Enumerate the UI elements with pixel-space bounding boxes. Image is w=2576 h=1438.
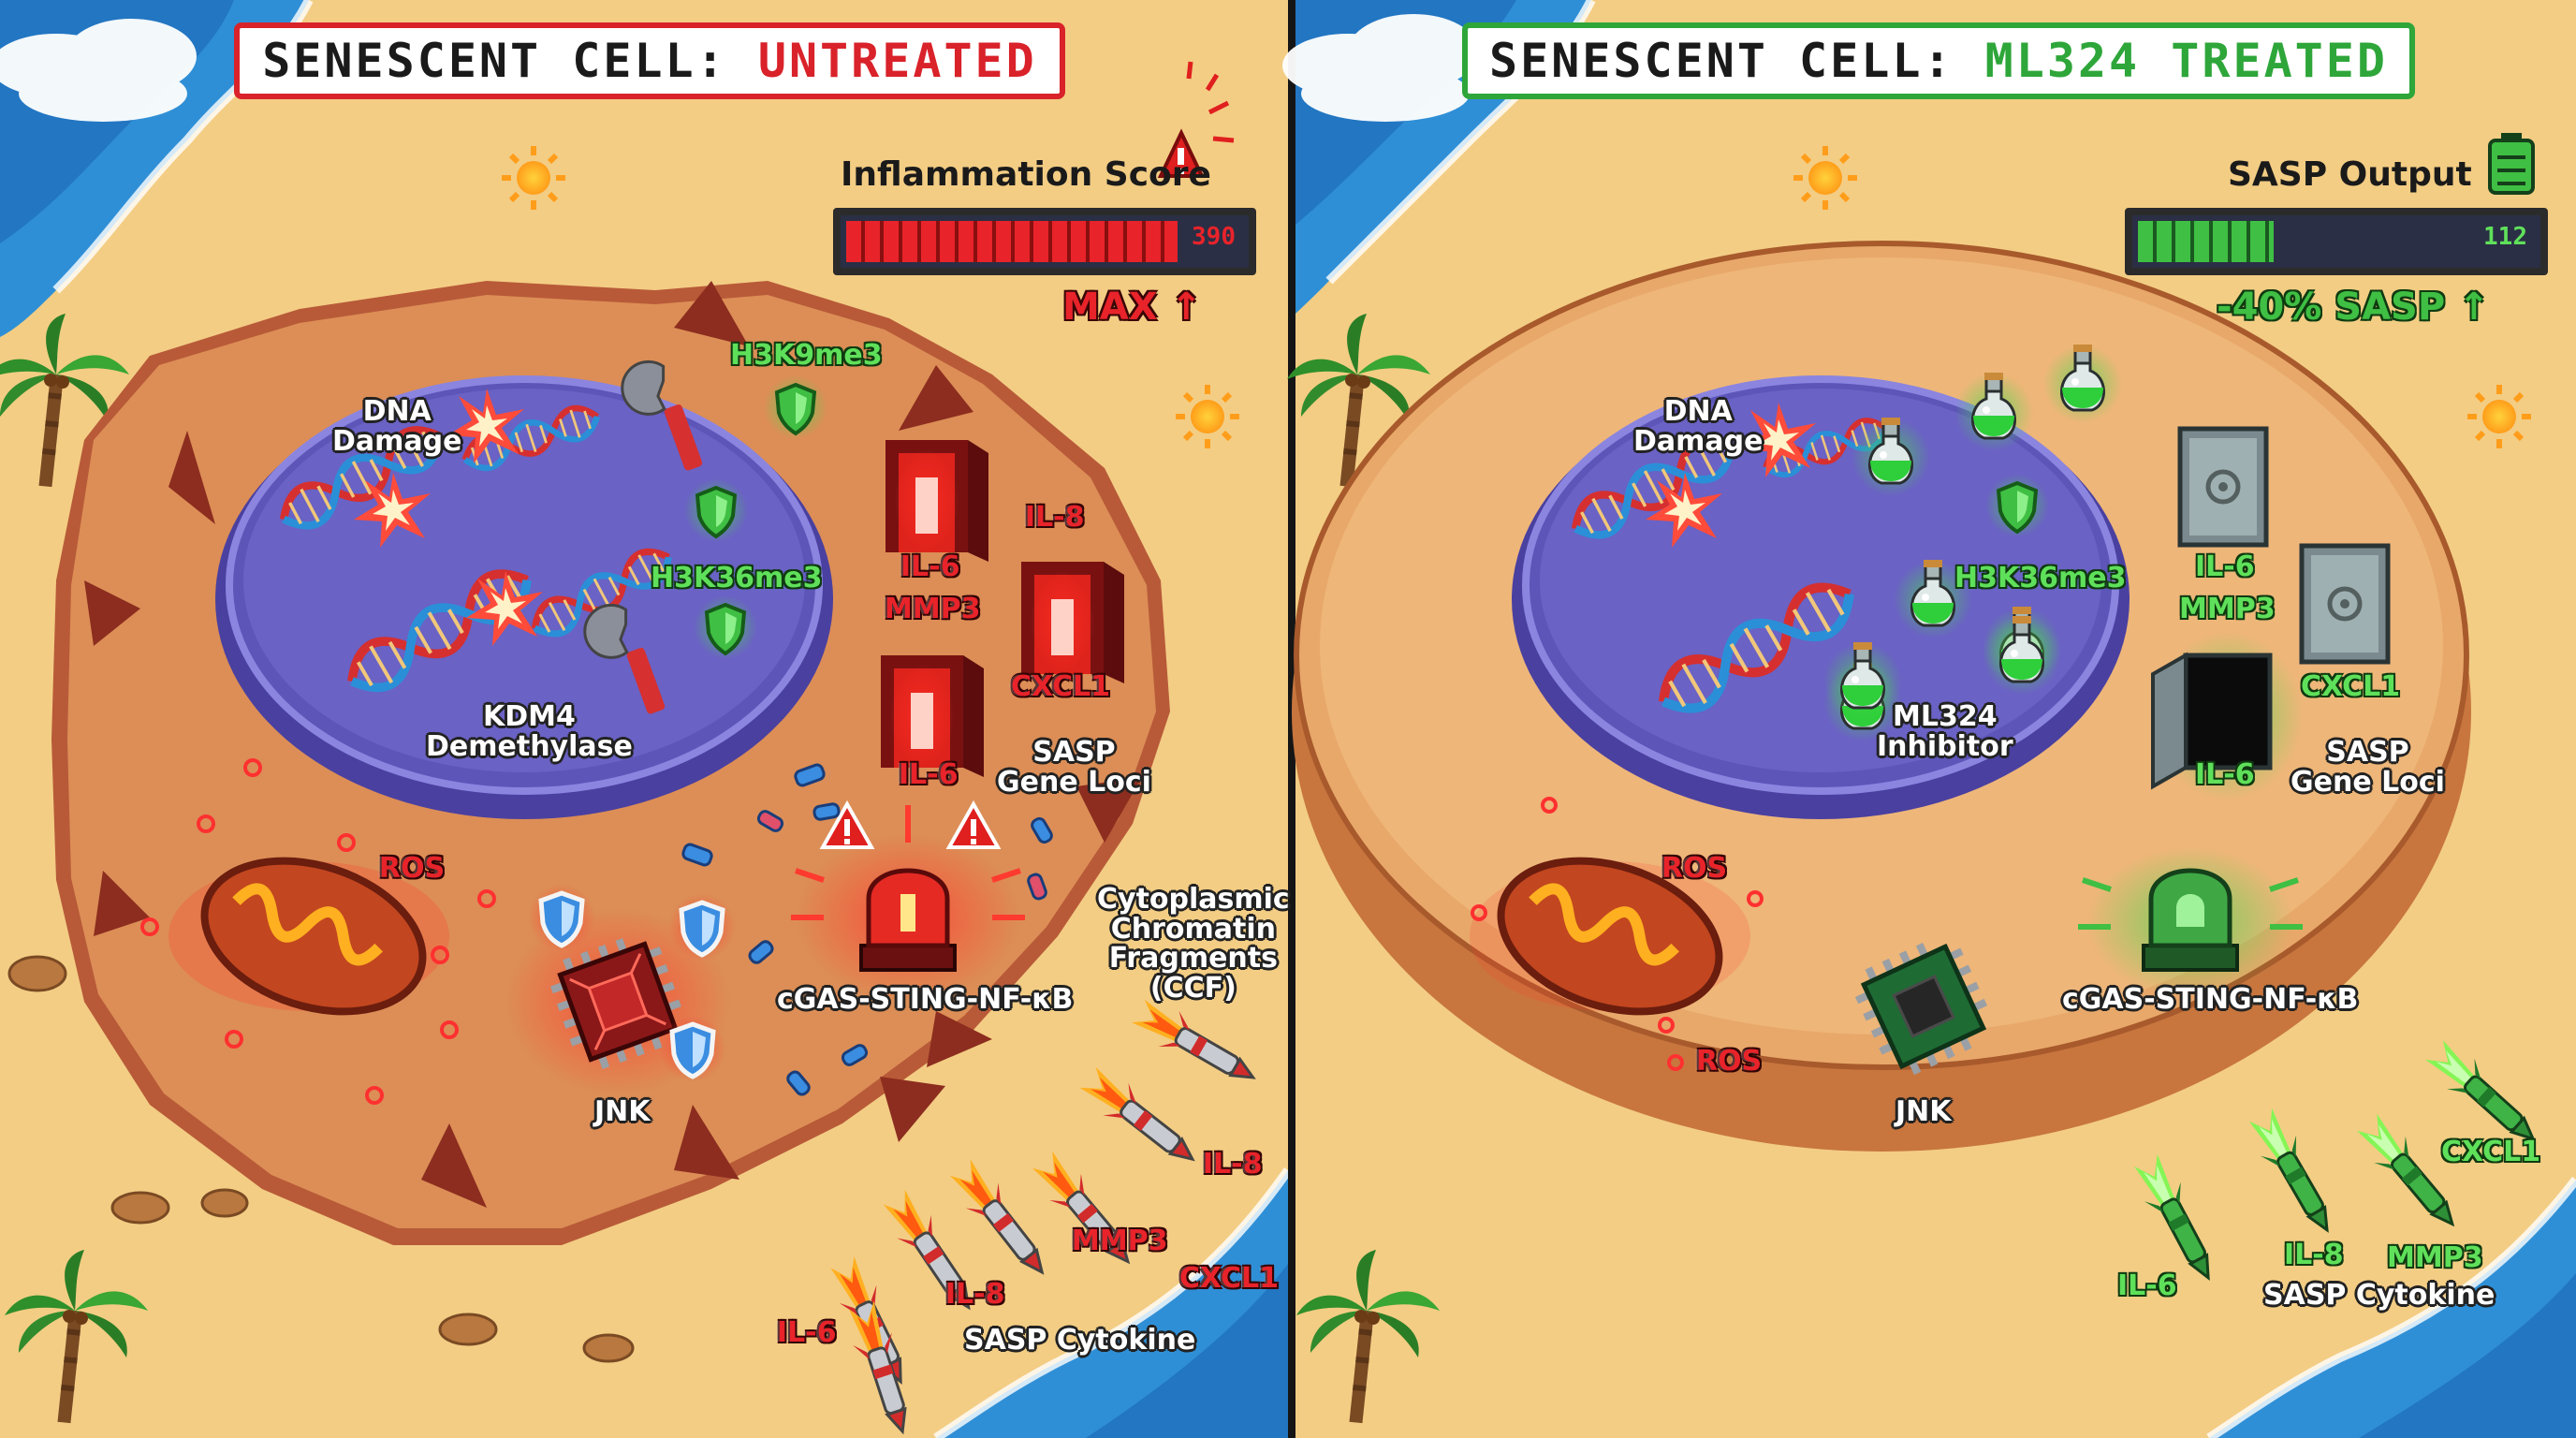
left-kdm4-label: KDM4 Demethylase [426,700,633,763]
right-il6-locus-bottom-label: IL-6 [2195,758,2255,791]
right-sasp-loci-label: SASP Gene Loci [2291,736,2445,799]
inflammation-score-value: 390 [1192,223,1236,251]
left-ros-label: ROS [379,852,446,885]
left-missile-il6-label: IL-6 [777,1316,837,1349]
right-title-prefix: SENESCENT CELL: [1489,34,1985,88]
panel-divider [1288,0,1295,1438]
right-ros-bottom-label: ROS [1696,1045,1763,1078]
right-ros-top-label: ROS [1661,852,1728,885]
right-mmp3-locus-label: MMP3 [2179,593,2276,625]
right-panel-title: SENESCENT CELL: ML324 TREATED [1462,22,2415,99]
left-sasp-loci-label: SASP Gene Loci [997,736,1151,799]
left-sasp-cytokine-label: SASP Cytokine [964,1324,1196,1357]
left-panel-title: SENESCENT CELL: UNTREATED [234,22,1065,99]
right-panel-art [1282,0,2576,1438]
left-title-status: UNTREATED [757,34,1037,88]
right-gauge-note: -40% SASP ↑ [2217,286,2490,329]
right-missile-cxcl1-label: CXCL1 [2441,1136,2541,1168]
right-gauge-label: SASP Output [2228,155,2472,194]
right-missile-mmp3-label: MMP3 [2387,1241,2483,1274]
left-mmp3-locus-label: MMP3 [885,593,981,625]
left-h3k9me3-label: H3K9me3 [730,339,883,372]
left-il8-locus-label: IL-8 [1025,501,1085,534]
sasp-output-value: 112 [2483,223,2527,251]
left-missile-cxcl1-label: CXCL1 [1179,1262,1280,1295]
warning-icon [1157,61,1235,178]
left-il6-locus-bottom-label: IL-6 [899,758,959,791]
left-ccf-label: Cytoplasmic Chromatin Fragments (CCF) [1097,883,1290,1005]
right-missile-il6-label: IL-6 [2117,1269,2177,1302]
right-cxcl1-locus-label: CXCL1 [2301,670,2401,703]
left-gauge-label: Inflammation Score [841,155,1211,194]
right-jnk-label: JNK [1895,1095,1952,1128]
right-dna-damage-label: DNA Damage [1633,395,1764,458]
left-missile-il8-label: IL-8 [1203,1148,1263,1181]
left-dna-damage-label: DNA Damage [332,395,462,458]
left-jnk-label: JNK [594,1095,651,1128]
right-cgas-label: cGAS-STING-NF-κB [2062,983,2359,1016]
left-h3k36me3-label: H3K36me3 [651,562,823,594]
left-cgas-label: cGAS-STING-NF-κB [777,983,1074,1016]
right-il6-locus-top-label: IL-6 [2195,550,2255,583]
inflammation-score-gauge: 390 [833,208,1256,275]
right-h3k36me3-label: H3K36me3 [1954,562,2127,594]
right-title-status: ML324 TREATED [1984,34,2388,88]
sasp-output-gauge: 112 [2125,208,2548,275]
left-title-prefix: SENESCENT CELL: [262,34,758,88]
right-sasp-cytokine-label: SASP Cytokine [2263,1279,2496,1312]
right-missile-il8-label: IL-8 [2284,1239,2344,1271]
sasp-output-fill [2138,221,2274,262]
left-gauge-note: MAX ↑ [1062,286,1203,329]
right-ml324-label: ML324 Inhibitor [1877,700,2013,763]
inflammation-score-fill [846,221,1178,262]
left-missile-il8b-label: IL-8 [945,1278,1005,1311]
left-il6-locus-top-label: IL-6 [900,550,960,583]
left-cxcl1-locus-label: CXCL1 [1011,670,1111,703]
left-missile-mmp3-label: MMP3 [1072,1225,1168,1257]
